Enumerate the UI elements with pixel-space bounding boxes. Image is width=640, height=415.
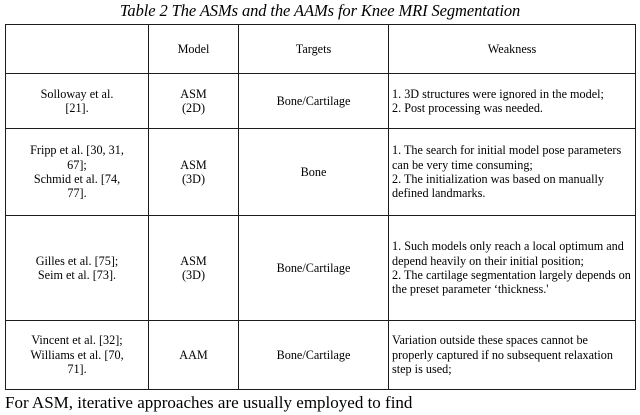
table-caption: Table 2 The ASMs and the AAMs for Knee M… <box>119 1 521 20</box>
cell-weakness: 1. The search for initial model pose par… <box>388 128 636 216</box>
cell-targets: Bone/Cartilage <box>238 73 389 129</box>
table-header-row: Model Targets Weakness <box>5 24 636 74</box>
cell-model: AAM <box>148 320 239 390</box>
body-paragraph: For ASM, iterative approaches are usuall… <box>5 393 413 412</box>
cell-targets: Bone/Cartilage <box>238 320 389 390</box>
cell-targets: Bone/Cartilage <box>238 215 389 321</box>
header-cell-weakness: Weakness <box>388 24 636 74</box>
table-row: Solloway et al. [21]. ASM (2D) Bone/Cart… <box>5 73 636 129</box>
table-row: Gilles et al. [75]; Seim et al. [73]. AS… <box>5 215 636 321</box>
cell-reference: Fripp et al. [30, 31, 67]; Schmid et al.… <box>5 128 149 216</box>
header-cell-targets: Targets <box>238 24 389 74</box>
cell-reference: Solloway et al. [21]. <box>5 73 149 129</box>
cell-reference: Vincent et al. [32]; Williams et al. [70… <box>5 320 149 390</box>
cell-model: ASM (3D) <box>148 128 239 216</box>
cell-weakness: Variation outside these spaces cannot be… <box>388 320 636 390</box>
cell-targets: Bone <box>238 128 389 216</box>
cell-weakness: 1. Such models only reach a local optimu… <box>388 215 636 321</box>
table-row: Fripp et al. [30, 31, 67]; Schmid et al.… <box>5 128 636 216</box>
cell-reference: Gilles et al. [75]; Seim et al. [73]. <box>5 215 149 321</box>
cell-model: ASM (2D) <box>148 73 239 129</box>
cell-model: ASM (3D) <box>148 215 239 321</box>
header-cell-reference <box>5 24 149 74</box>
cell-weakness: 1. 3D structures were ignored in the mod… <box>388 73 636 129</box>
table-row: Vincent et al. [32]; Williams et al. [70… <box>5 320 636 390</box>
asm-aam-comparison-table: Model Targets Weakness Solloway et al. [… <box>5 24 636 390</box>
header-cell-model: Model <box>148 24 239 74</box>
